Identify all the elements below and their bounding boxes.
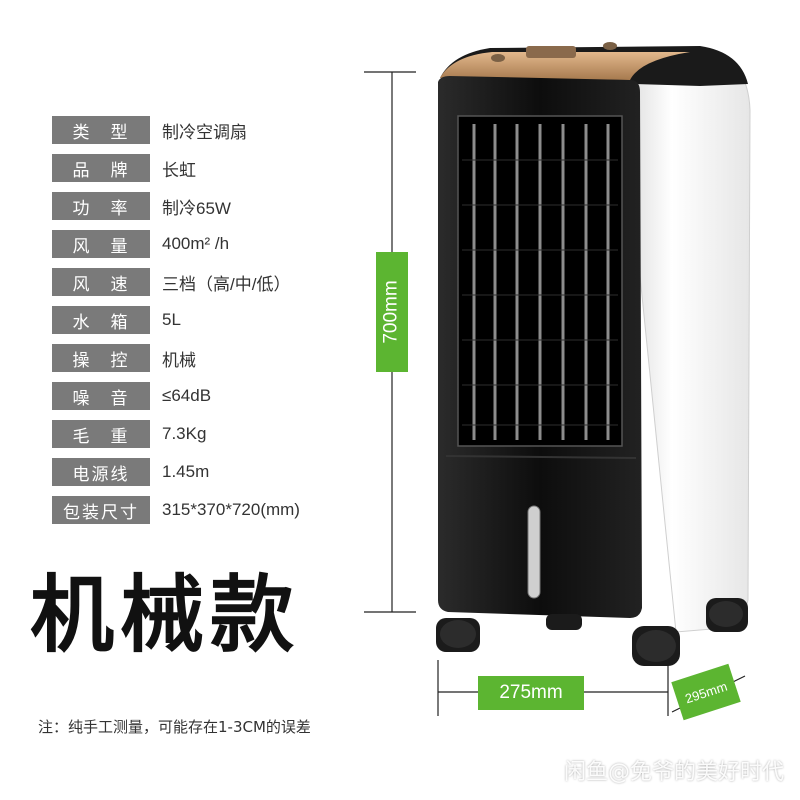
spec-label: 功 率 [52,192,150,220]
spec-value: 7.3Kg [162,424,207,443]
spec-label: 风 速 [52,268,150,296]
control-button-icon [526,46,576,58]
spec-value: 400m² /h [162,234,230,253]
spec-row-brand: 品 牌 长虹 [52,154,196,182]
spec-label: 包装尺寸 [52,496,150,524]
spec-value: 制冷65W [162,198,231,218]
water-level-window [527,505,541,599]
caster-wheel-icon [546,614,582,630]
height-dimension-badge: 700mm [376,252,408,372]
spec-row-cord: 电源线 1.45m [52,458,209,486]
spec-row-package: 包装尺寸 315*370*720(mm) [52,496,300,524]
spec-row-speed: 风 速 三档（高/中/低） [52,268,290,296]
spec-value: 长虹 [162,160,196,180]
spec-row-type: 类 型 制冷空调扇 [52,116,247,144]
spec-label: 品 牌 [52,154,150,182]
width-dimension-badge: 275mm [478,676,584,710]
louvre-slats [472,124,610,440]
caster-wheel-icon [706,598,748,632]
spec-value: 机械 [162,350,196,370]
spec-value: 三档（高/中/低） [162,274,291,294]
spec-row-power: 功 率 制冷65W [52,192,231,220]
spec-row-noise: 噪 音 ≤64dB [52,382,211,410]
louvre-grid [462,159,618,426]
spec-label: 毛 重 [52,420,150,448]
spec-label: 电源线 [52,458,150,486]
spec-value: 1.45m [162,462,210,481]
spec-label: 水 箱 [52,306,150,334]
control-knob-icon [603,42,617,50]
spec-value: 315*370*720(mm) [162,500,300,519]
caster-wheel-icon [632,626,680,666]
spec-row-weight: 毛 重 7.3Kg [52,420,206,448]
control-knob-icon [491,54,505,62]
spec-label: 风 量 [52,230,150,258]
spec-row-tank: 水 箱 5L [52,306,181,334]
watermark: 闲鱼@免爷的美好时代 [563,760,784,785]
height-dimension-label: 700mm [381,280,403,344]
spec-row-control: 操 控 机械 [52,344,196,372]
spec-row-airflow: 风 量 400m² /h [52,230,229,258]
spec-label: 类 型 [52,116,150,144]
spec-value: 5L [162,310,181,329]
measurement-note: 注：纯手工测量，可能存在1-3CM的误差 [38,718,311,736]
product-title: 机械款 [30,566,301,664]
spec-value: ≤64dB [162,386,212,405]
spec-label: 操 控 [52,344,150,372]
caster-wheel-icon [436,618,480,652]
spec-label: 噪 音 [52,382,150,410]
spec-value: 制冷空调扇 [162,122,247,142]
tank-divider [445,455,637,459]
